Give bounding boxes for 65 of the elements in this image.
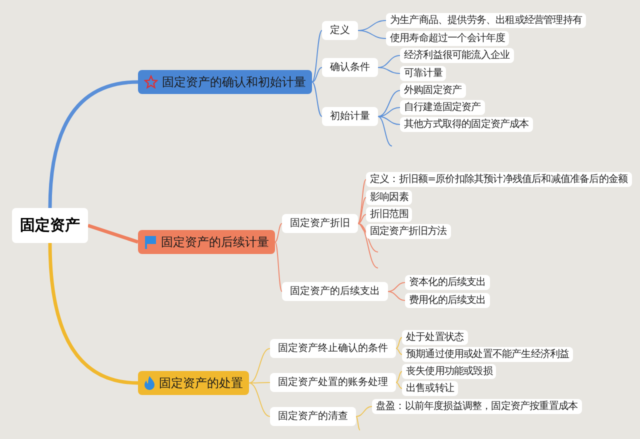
leaf-topic: 经济利益很可能流入企业 <box>400 48 514 63</box>
leaf-topic: 使用寿命超过一个会计年度 <box>386 31 510 46</box>
leaf-topic: 可靠计量 <box>400 66 446 81</box>
connector-line <box>378 67 400 74</box>
connector-line <box>396 382 402 389</box>
branch-topic <box>138 371 249 395</box>
subtopic: 固定资产的后续支出 <box>282 282 388 301</box>
connector-line <box>48 242 138 385</box>
connector-line <box>358 223 378 268</box>
connector-line <box>378 90 400 117</box>
subtopic: 初始计量 <box>322 107 378 126</box>
branch-topic <box>138 70 312 94</box>
leaf-topic: 自行建造固定资产 <box>400 100 485 115</box>
connector-line <box>378 107 400 117</box>
leaf-topic: 定义：折旧额=原价扣除其预计净残值后和减值准备后的金额 <box>366 172 632 187</box>
leaf-topic: 出售或转让 <box>402 381 458 396</box>
leaf-topic: 外购固定资产 <box>400 83 466 98</box>
connector-line <box>356 416 360 430</box>
connector-line <box>358 223 378 252</box>
topic-text: 固定资产的确认和初始计量 <box>162 74 306 91</box>
leaf-topic: 固定资产折旧方法 <box>366 224 451 239</box>
connector-line <box>396 371 402 383</box>
connector-line <box>358 179 366 224</box>
connector-line <box>396 348 402 355</box>
subtopic: 固定资产的清查 <box>270 407 356 426</box>
connector-line <box>358 197 366 224</box>
leaf-topic: 为生产商品、提供劳务、出租或经营管理持有 <box>386 13 586 28</box>
connector-line <box>358 30 386 39</box>
connector-line <box>388 291 406 301</box>
connector-line <box>248 382 270 417</box>
subtopic: 固定资产折旧 <box>282 214 358 233</box>
leaf-topic: 其他方式取得的固定资产成本 <box>400 117 533 132</box>
subtopic: 确认条件 <box>322 58 378 77</box>
leaf-topic: 盘盈：以前年度损益调整，固定资产按重置成本 <box>372 399 582 414</box>
connector-line <box>378 55 400 68</box>
leaf-topic: 处于处置状态 <box>402 330 468 345</box>
leaf-topic: 费用化的后续支出 <box>405 293 490 308</box>
connector-line <box>87 224 139 244</box>
connector-line <box>48 80 138 208</box>
connector-line <box>358 223 366 232</box>
leaf-topic: 折旧范围 <box>366 207 412 222</box>
connector-line <box>312 82 322 117</box>
subtopic: 固定资产处置的账务处理 <box>270 373 396 392</box>
connector-line <box>312 67 322 82</box>
subtopic: 定义 <box>322 21 358 40</box>
connector-line <box>274 223 282 242</box>
leaf-topic: 资本化的后续支出 <box>405 275 490 290</box>
connector-line <box>248 348 270 384</box>
topic-text: 固定资产的处置 <box>159 375 243 392</box>
connector-line <box>312 30 322 82</box>
connector-line <box>358 214 366 224</box>
connector-line <box>378 116 392 146</box>
connector-line <box>378 116 400 125</box>
root-topic: 固定资产 <box>12 208 88 242</box>
connector-line <box>274 242 282 292</box>
connector-line <box>396 337 402 349</box>
leaf-topic: 影响因素 <box>366 190 412 205</box>
connector-line <box>248 382 270 384</box>
topic-text: 固定资产的后续计量 <box>161 234 269 251</box>
leaf-topic: 预期通过使用或处置不能产生经济利益 <box>402 347 574 362</box>
subtopic: 固定资产终止确认的条件 <box>270 339 396 358</box>
connector-line <box>388 282 406 292</box>
connector-line <box>356 406 372 417</box>
leaf-topic: 丧失使用功能或毁损 <box>402 364 496 379</box>
branch-topic <box>138 230 275 254</box>
